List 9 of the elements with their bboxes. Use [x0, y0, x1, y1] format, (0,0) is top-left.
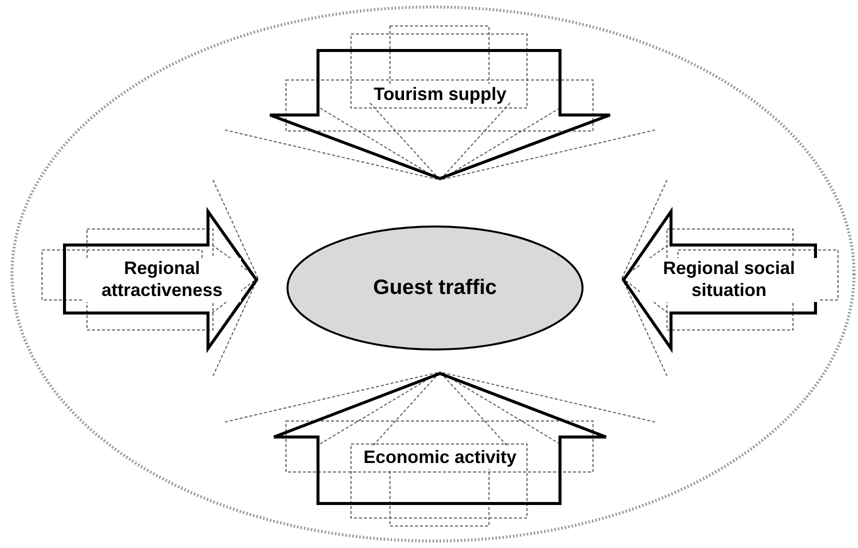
- block-arrow: [272, 372, 608, 505]
- block-arrow: [268, 49, 612, 180]
- center-ellipse: [286, 225, 584, 351]
- boundary-ellipse: [10, 5, 856, 543]
- node-label: Tourism supply: [374, 84, 506, 106]
- node-label: Guest traffic: [373, 275, 497, 301]
- node-label: Regional social situation: [640, 258, 818, 302]
- node-label: Regional attractiveness: [83, 258, 241, 302]
- node-label: Economic activity: [363, 447, 517, 469]
